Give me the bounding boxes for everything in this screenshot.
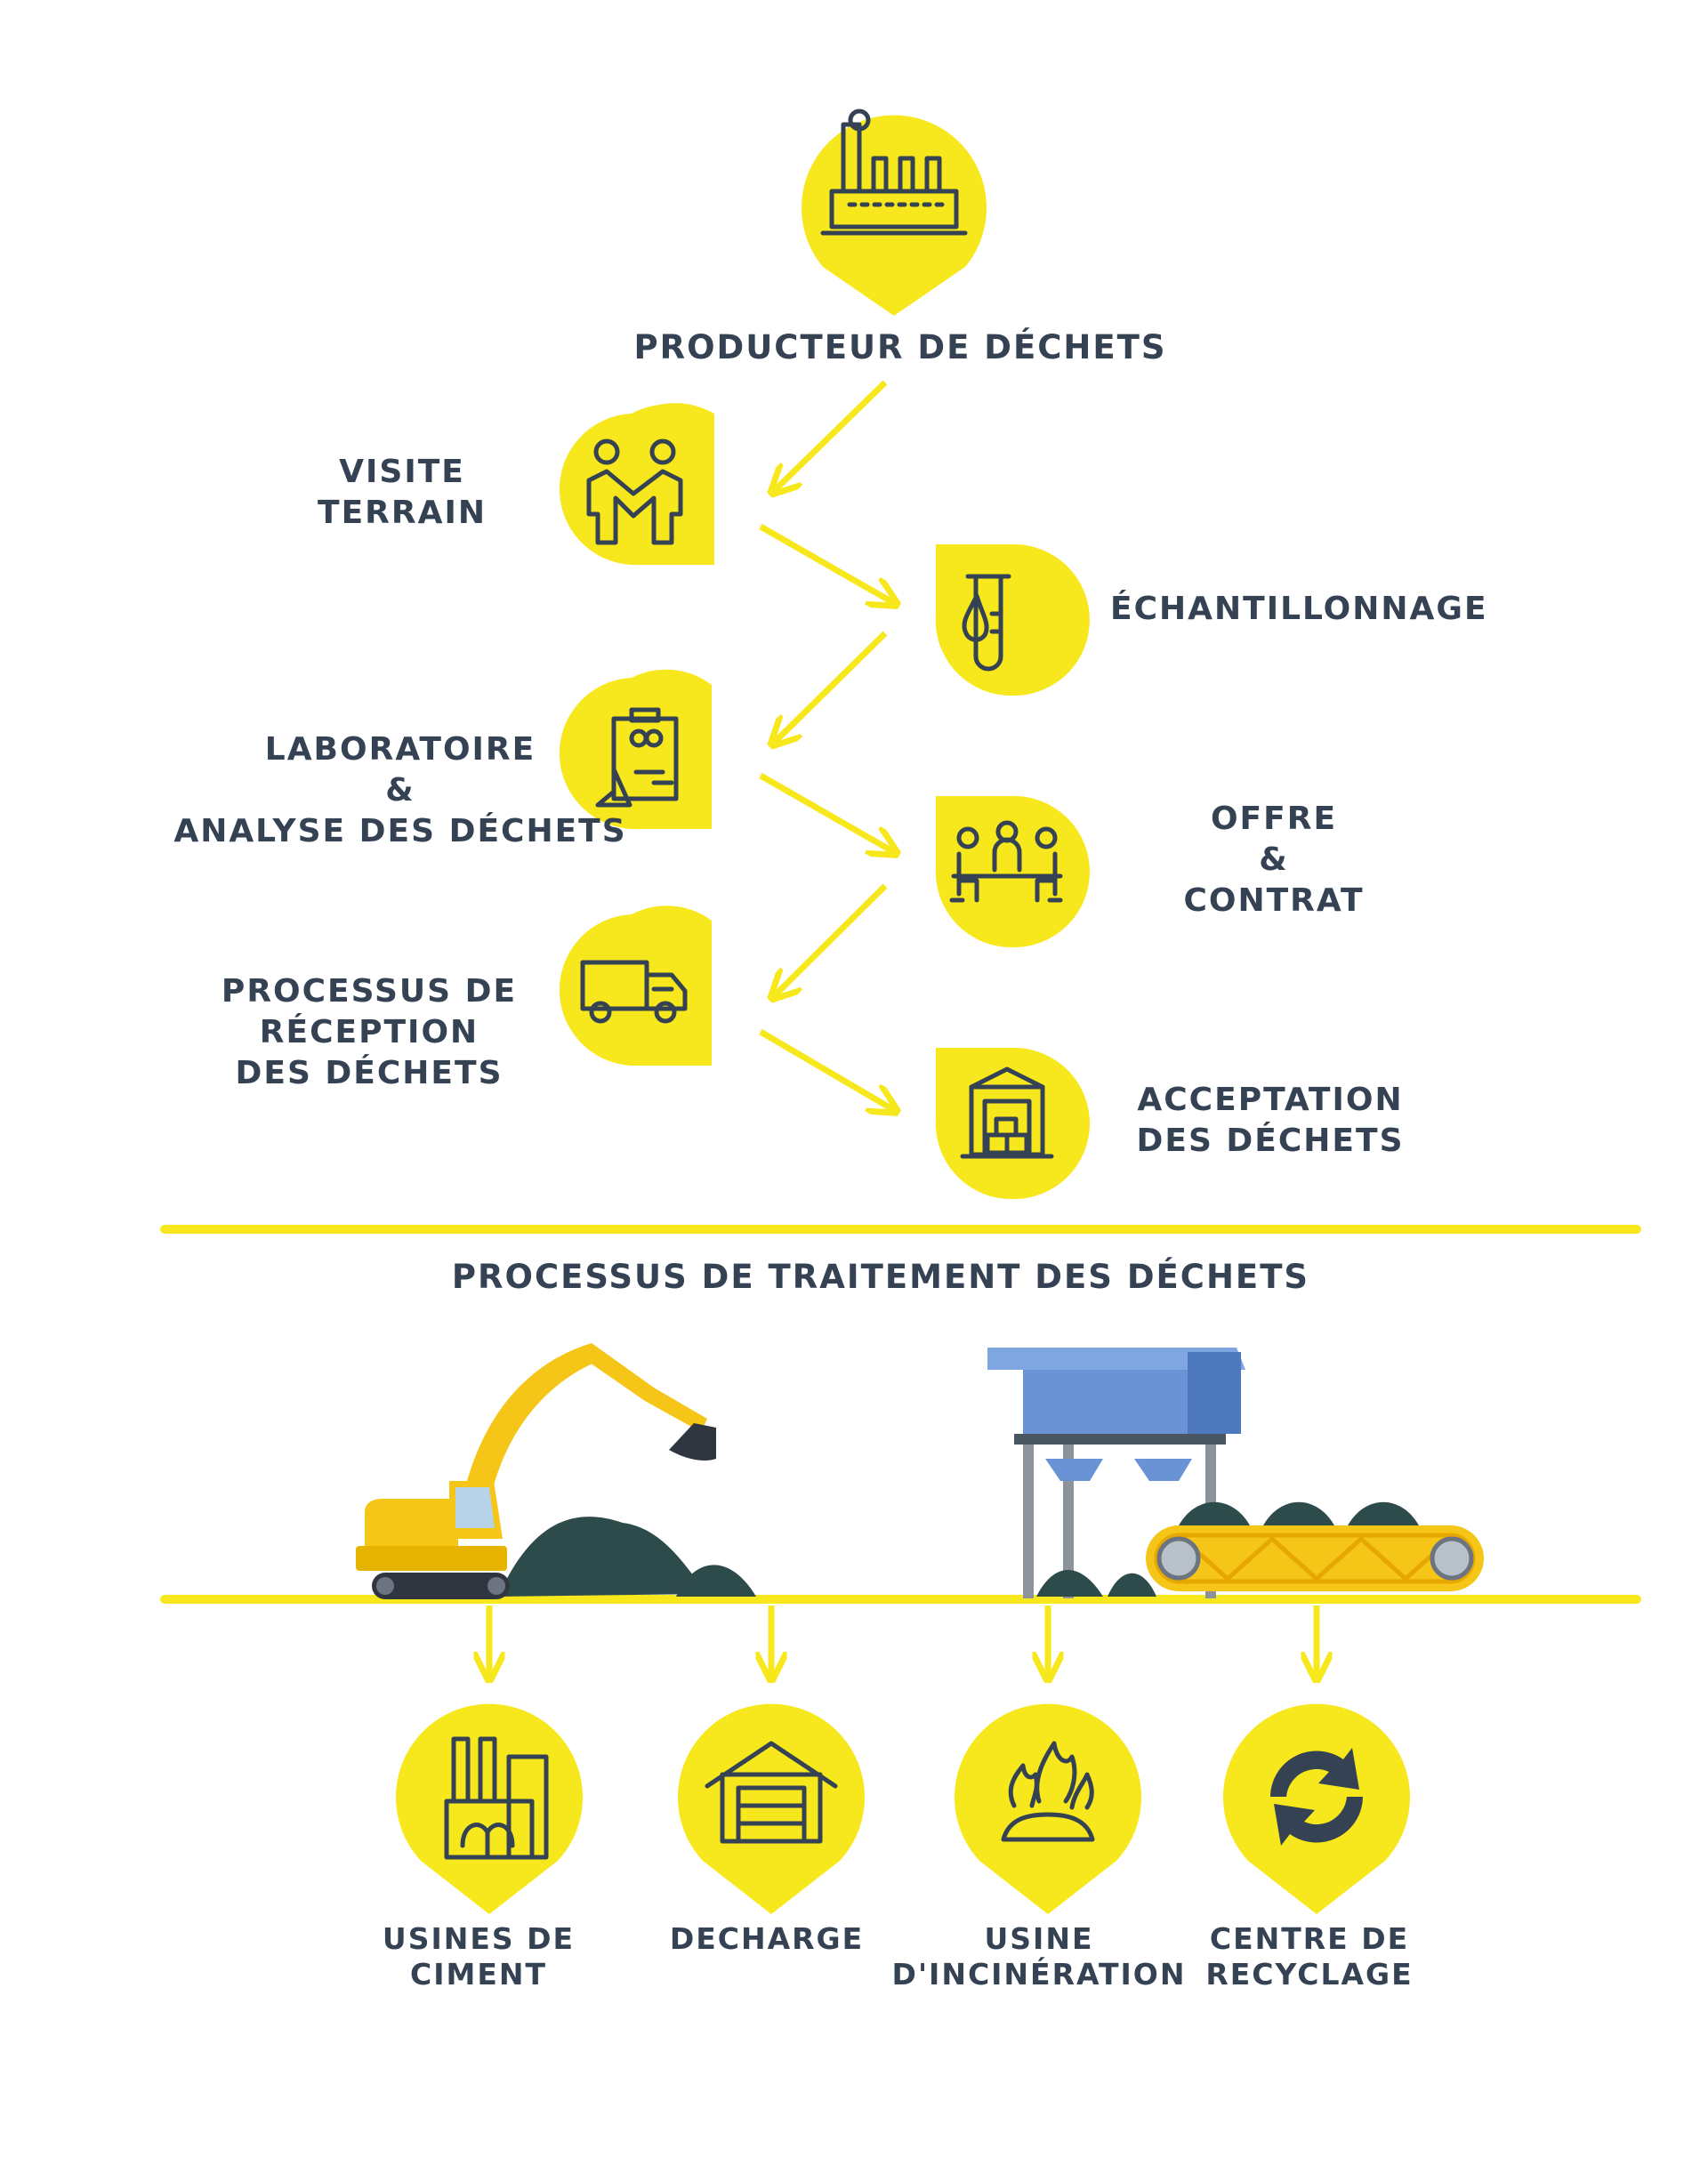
incineration-icon bbox=[1001, 1741, 1095, 1842]
pin-recycling bbox=[1223, 1703, 1411, 1914]
step-label-laboratoire: LABORATOIRE & ANALYSE DES DÉCHETS bbox=[173, 729, 626, 852]
label-line: CENTRE DE bbox=[1209, 1921, 1410, 1956]
label-line: RECYCLAGE bbox=[1205, 1957, 1414, 1992]
source-label: PRODUCTEUR DE DÉCHETS bbox=[633, 328, 1167, 366]
label-line: TERRAIN bbox=[318, 495, 487, 531]
treatment-title: PROCESSUS DE TRAITEMENT DES DÉCHETS bbox=[451, 1258, 1310, 1296]
label-line: DECHARGE bbox=[669, 1921, 865, 1956]
factory-icon bbox=[820, 109, 968, 236]
pin-landfill bbox=[678, 1703, 866, 1914]
label-line: & bbox=[385, 772, 415, 809]
step-reception bbox=[559, 905, 712, 1066]
pin-cement-plant bbox=[396, 1703, 583, 1914]
label-line: ACCEPTATION bbox=[1137, 1082, 1404, 1118]
step-label-echantillonnage: ÉCHANTILLONNAGE bbox=[1110, 589, 1488, 630]
destination-label-incineration: USINE D'INCINÉRATION bbox=[892, 1921, 1187, 1992]
conveyor-illustration bbox=[987, 1348, 1484, 1598]
truck-icon bbox=[580, 960, 688, 1024]
arrow-1 bbox=[774, 380, 888, 491]
step-label-visite-terrain: VISITE TERRAIN bbox=[318, 452, 487, 534]
test-tube-icon bbox=[962, 574, 1011, 672]
landfill-icon bbox=[705, 1741, 838, 1844]
step-label-reception: PROCESSUS DE RÉCEPTION DES DÉCHETS bbox=[222, 971, 517, 1094]
excavator-illustration bbox=[356, 1343, 756, 1599]
label-line: OFFRE bbox=[1210, 801, 1338, 837]
label-line: D'INCINÉRATION bbox=[891, 1957, 1187, 1992]
laboratory-icon bbox=[595, 707, 679, 808]
label-line: & bbox=[1259, 841, 1289, 878]
destination-arrows bbox=[489, 1606, 1317, 1677]
label-line: USINES DE bbox=[382, 1921, 576, 1956]
cement-plant-icon bbox=[444, 1736, 549, 1860]
label-line: CIMENT bbox=[409, 1957, 548, 1992]
step-label-acceptation: ACCEPTATION DES DÉCHETS bbox=[1136, 1080, 1404, 1162]
step-echantillonnage bbox=[935, 544, 1090, 696]
meeting-icon bbox=[949, 820, 1063, 903]
factory-pin bbox=[802, 109, 987, 316]
arrow-2 bbox=[759, 523, 894, 603]
destination-label-cement: USINES DE CIMENT bbox=[383, 1921, 575, 1992]
destination-label-landfill: DECHARGE bbox=[670, 1921, 864, 1957]
label-line: CONTRAT bbox=[1183, 882, 1365, 919]
label-line: LABORATOIRE bbox=[264, 731, 536, 768]
warehouse-icon bbox=[960, 1066, 1054, 1159]
label-line: RÉCEPTION bbox=[259, 1014, 479, 1050]
destination-label-recycling: CENTRE DE RECYCLAGE bbox=[1205, 1921, 1413, 1992]
arrow-4 bbox=[759, 772, 894, 852]
flow-arrows bbox=[759, 380, 894, 1110]
pin-incineration bbox=[955, 1703, 1141, 1914]
label-line: VISITE bbox=[339, 454, 465, 490]
label-line: ÉCHANTILLONNAGE bbox=[1110, 591, 1488, 627]
label-line: DES DÉCHETS bbox=[235, 1055, 504, 1091]
step-visite-terrain bbox=[559, 403, 714, 566]
step-offre-contrat bbox=[935, 796, 1090, 948]
recycle-icon bbox=[1270, 1748, 1363, 1846]
label-line: USINE bbox=[984, 1921, 1094, 1956]
arrow-5 bbox=[774, 883, 888, 996]
step-acceptation bbox=[935, 1048, 1090, 1200]
step-laboratoire bbox=[559, 669, 712, 830]
label-line: PROCESSUS DE bbox=[221, 973, 518, 1010]
step-label-offre-contrat: OFFRE & CONTRAT bbox=[1183, 799, 1364, 921]
label-line: DES DÉCHETS bbox=[1136, 1123, 1405, 1159]
arrow-6 bbox=[759, 1028, 894, 1110]
arrow-3 bbox=[774, 631, 888, 743]
label-line: ANALYSE DES DÉCHETS bbox=[173, 813, 627, 849]
handshake-icon bbox=[586, 439, 683, 545]
